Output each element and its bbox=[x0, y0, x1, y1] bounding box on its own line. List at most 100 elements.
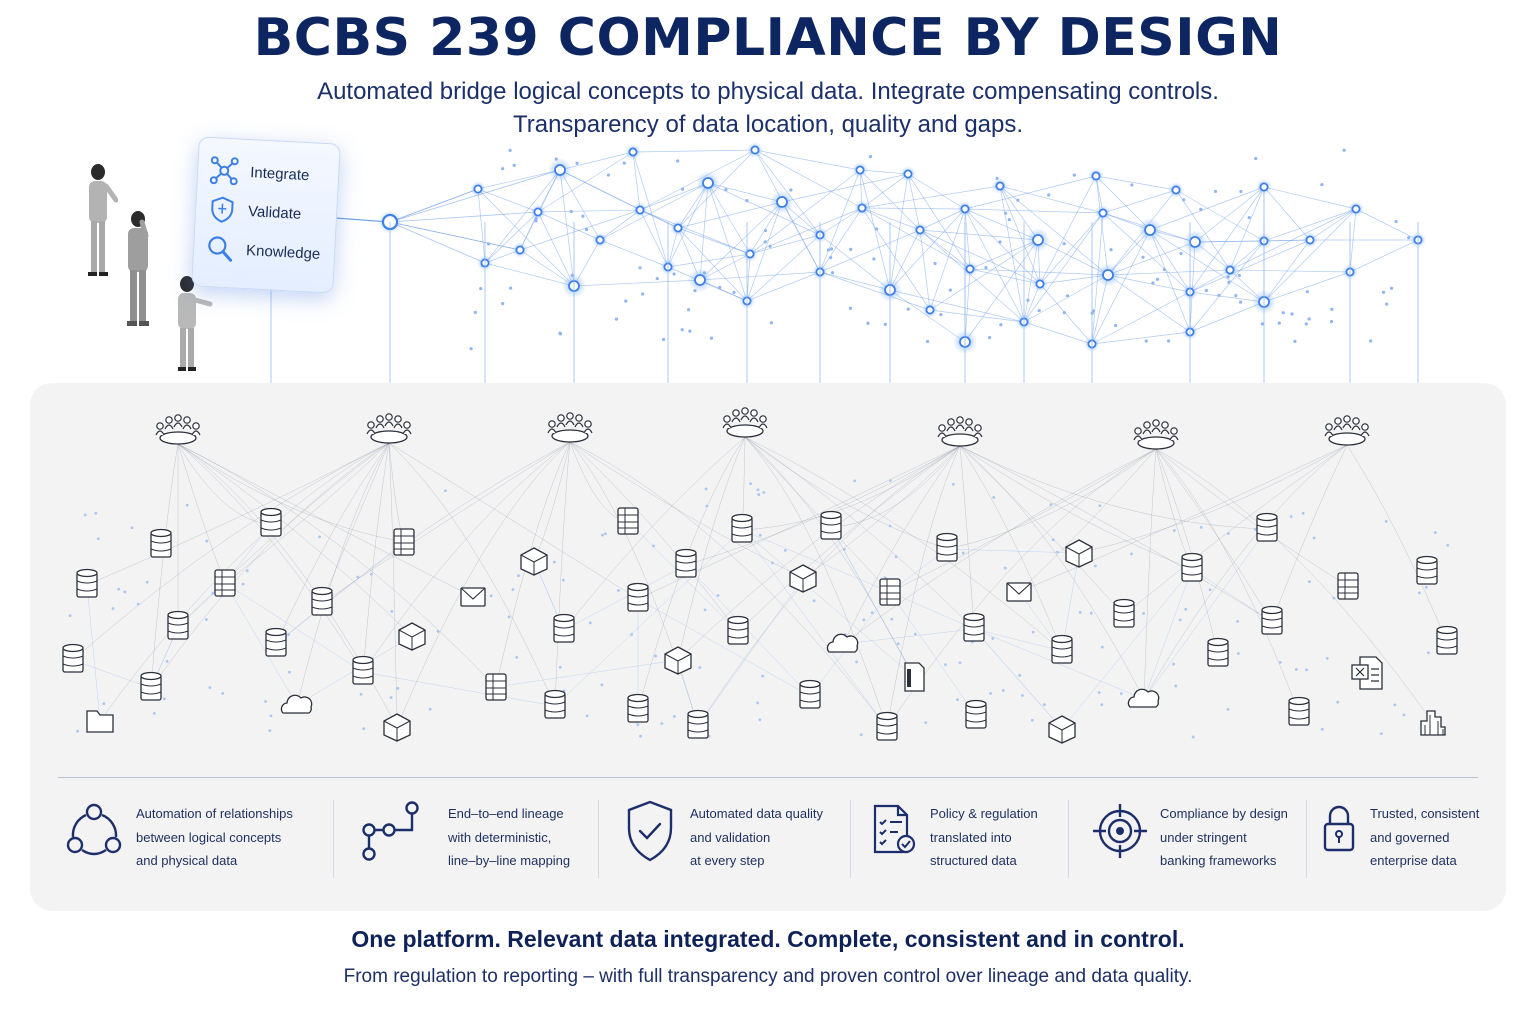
graph-node bbox=[769, 321, 773, 325]
feature-separator bbox=[333, 800, 334, 878]
graph-node bbox=[1385, 302, 1389, 306]
lineage-wires bbox=[68, 436, 1450, 739]
graph-node bbox=[848, 306, 853, 310]
graph-node bbox=[1260, 322, 1264, 326]
graph-node bbox=[1151, 281, 1155, 285]
graph-node bbox=[1227, 280, 1231, 284]
building-icon bbox=[1420, 710, 1446, 736]
graph-node bbox=[830, 271, 835, 275]
graph-node bbox=[534, 219, 538, 223]
graph-node bbox=[1342, 148, 1346, 152]
graph-node bbox=[641, 292, 645, 296]
graph-node bbox=[925, 305, 935, 315]
graph-node bbox=[1307, 317, 1311, 321]
graph-node bbox=[988, 336, 992, 340]
person-figure bbox=[127, 211, 149, 326]
graph-node bbox=[1305, 235, 1315, 245]
database-icon bbox=[1113, 598, 1135, 628]
document-icon bbox=[904, 662, 925, 692]
graph-node bbox=[1182, 198, 1186, 202]
graph-node bbox=[1091, 171, 1101, 181]
graph-node bbox=[718, 285, 722, 289]
cloud-icon bbox=[1127, 688, 1160, 708]
data-table-icon bbox=[1337, 572, 1359, 600]
feature-text-line: banking frameworks bbox=[1160, 853, 1277, 868]
feature-text-line: Policy & regulation bbox=[930, 806, 1038, 821]
graph-node bbox=[1381, 290, 1386, 294]
graph-node bbox=[661, 337, 666, 342]
cube-icon bbox=[1048, 715, 1076, 744]
graph-node bbox=[948, 288, 952, 292]
graph-node bbox=[501, 302, 505, 306]
graph-node bbox=[1102, 269, 1114, 281]
graph-node bbox=[688, 329, 692, 333]
meeting-table-icon bbox=[155, 414, 201, 445]
graph-node bbox=[1098, 208, 1108, 218]
graph-node bbox=[1047, 193, 1051, 197]
database-icon bbox=[1288, 696, 1310, 726]
graph-node bbox=[903, 169, 913, 179]
graph-node bbox=[763, 228, 768, 233]
feature-policy: Policy & regulation translated into stru… bbox=[872, 800, 1062, 878]
graph-node bbox=[1141, 255, 1145, 259]
database-icon bbox=[627, 693, 649, 723]
database-icon bbox=[627, 582, 649, 612]
feature-text-line: at every step bbox=[690, 853, 765, 868]
database-icon bbox=[150, 528, 172, 558]
graph-node bbox=[998, 240, 1002, 244]
cube-icon bbox=[520, 547, 548, 576]
graph-node bbox=[1239, 189, 1243, 194]
data-table-icon bbox=[214, 569, 236, 597]
feature-text-line: Trusted, consistent bbox=[1370, 806, 1480, 821]
data-table-icon bbox=[879, 578, 901, 606]
graph-node bbox=[687, 308, 691, 312]
graph-node bbox=[1072, 173, 1076, 177]
target-icon bbox=[1093, 804, 1147, 858]
capability-knowledge[interactable]: Knowledge bbox=[205, 232, 321, 270]
graph-node bbox=[1171, 185, 1181, 195]
data-table-icon bbox=[485, 673, 507, 701]
footer-tagline: One platform. Relevant data integrated. … bbox=[351, 926, 1185, 952]
database-icon bbox=[76, 568, 98, 598]
database-icon bbox=[1416, 555, 1438, 585]
capability-integrate[interactable]: Integrate bbox=[209, 154, 310, 191]
graph-node bbox=[575, 161, 579, 165]
feature-trusted-data: Trusted, consistent and governed enterpr… bbox=[1320, 800, 1490, 878]
graph-node bbox=[750, 145, 760, 155]
database-icon bbox=[727, 615, 749, 645]
graph-node bbox=[965, 264, 975, 274]
graph-node bbox=[533, 207, 543, 217]
graph-node bbox=[501, 167, 505, 171]
graph-node bbox=[1004, 211, 1008, 215]
cube-icon bbox=[398, 622, 426, 651]
feature-text-line: structured data bbox=[930, 853, 1017, 868]
page-title: BCBS 239 COMPLIANCE BY DESIGN bbox=[253, 8, 1283, 68]
graph-node bbox=[960, 204, 970, 214]
feature-text-line: with deterministic, bbox=[448, 829, 552, 845]
network-icon bbox=[209, 156, 239, 186]
graph-node bbox=[486, 242, 491, 246]
graph-node bbox=[1305, 290, 1309, 294]
graph-node bbox=[1130, 183, 1134, 187]
feature-text-line: enterprise data bbox=[1370, 853, 1457, 868]
feature-text-line: Automation of relationships bbox=[136, 806, 293, 821]
graph-node bbox=[1281, 311, 1285, 315]
graph-node bbox=[745, 199, 749, 203]
graph-node bbox=[1037, 308, 1041, 313]
graph-node bbox=[1204, 288, 1208, 293]
feature-text-line: Automated data quality bbox=[690, 806, 823, 821]
feature-text-line: line–by–line mapping bbox=[448, 853, 571, 868]
graph-node bbox=[1213, 189, 1218, 194]
people-group-illustration bbox=[70, 160, 230, 380]
capability-validate[interactable]: Validate bbox=[207, 193, 302, 230]
spreadsheet-icon bbox=[1351, 656, 1383, 690]
graph-node bbox=[709, 336, 714, 340]
cube-icon bbox=[789, 564, 817, 593]
graph-node bbox=[1259, 182, 1269, 192]
graph-node bbox=[875, 227, 879, 231]
graph-node bbox=[1293, 339, 1297, 343]
graph-node bbox=[1062, 241, 1066, 246]
database-icon bbox=[936, 532, 958, 562]
graph-node bbox=[855, 165, 865, 175]
